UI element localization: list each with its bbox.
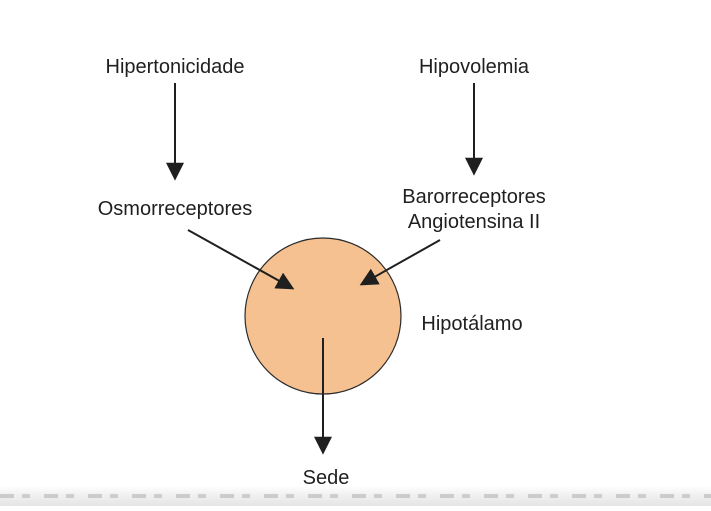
baroreceptors-label: Barorreceptores bbox=[402, 186, 545, 208]
thirst-label: Sede bbox=[303, 467, 350, 489]
osmoreceptors-label: Osmorreceptores bbox=[98, 198, 253, 220]
hypovolemia-label: Hipovolemia bbox=[419, 56, 530, 78]
hypothalamus-label: Hipotálamo bbox=[421, 313, 522, 335]
arrow-osmoreceptors-to-hypothalamus bbox=[187, 229, 295, 290]
cropped-caption-strip bbox=[0, 486, 711, 506]
hypertonicity-label: Hipertonicidade bbox=[106, 56, 245, 78]
angiotensin-label: Angiotensina II bbox=[408, 211, 540, 233]
arrow-receptors-to-hypothalamus bbox=[359, 239, 441, 286]
